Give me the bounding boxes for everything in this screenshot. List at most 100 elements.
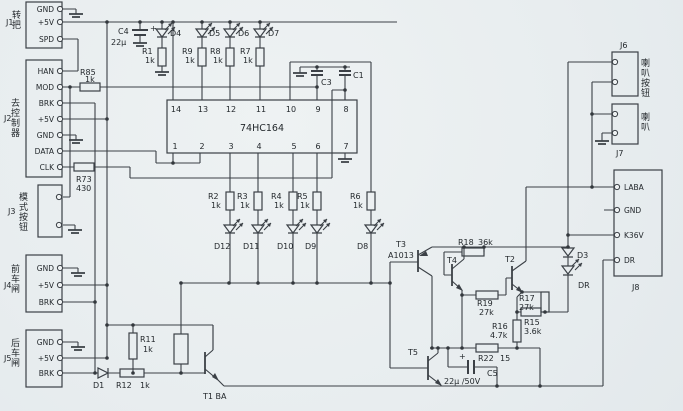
connector-j1-ref: J1 (5, 18, 13, 27)
resistor-r73 (73, 162, 95, 172)
capacitor-c3 (311, 70, 323, 76)
resistor-r3 (253, 191, 263, 211)
led-d9-label: D9 (305, 242, 316, 251)
capacitor-c5-polarity: + (459, 352, 466, 361)
connector-j2-label: 去控制器 (9, 97, 20, 138)
resistor-r18 (461, 247, 485, 257)
resistor-r17-ref: R17 (519, 294, 535, 303)
led-d10-label: D10 (277, 242, 293, 251)
diode-d3 (560, 247, 576, 258)
resistor-r18-ref: R18 (458, 238, 474, 247)
led-d12-label: D12 (214, 242, 230, 251)
connector-j6-ref: J6 (619, 41, 627, 50)
transistor-t3-part: A1013 (388, 251, 414, 260)
resistor-r17 (540, 291, 550, 313)
resistor-r4 (288, 191, 298, 211)
led-d6-label: D6 (238, 29, 249, 38)
led-d7-label: D7 (268, 29, 279, 38)
resistor-r2 (225, 191, 235, 211)
resistor-r22 (475, 343, 499, 353)
resistor-r15-ref: R15 (524, 318, 540, 327)
led-d8 (363, 218, 385, 234)
j4-pin-brk: BRK (39, 298, 55, 307)
connector-j5-ref: J5 (3, 354, 11, 363)
resistor-r73-ref: R73 (76, 175, 92, 184)
resistor-r85-ref: R85 (80, 68, 96, 77)
connector-j4-label: 前车闸 (9, 263, 20, 294)
resistor-r1-ref: R1 (142, 47, 153, 56)
resistor-r19 (475, 290, 499, 300)
ic-part-number: 74HC164 (240, 123, 284, 134)
capacitor-c1 (339, 70, 351, 76)
transistor-t1 (204, 325, 225, 387)
resistor-r22-ref: R22 (478, 354, 494, 363)
ic-pin-1: 1 (172, 142, 177, 151)
j4-pin-gnd: GND (37, 264, 54, 273)
diode-d1 (97, 367, 110, 379)
led-d7 (252, 22, 274, 38)
resistor-r3-value: 1k (240, 201, 250, 210)
transistor-t5 (427, 352, 442, 386)
capacitor-c5-value: 22µ /50V (444, 377, 481, 386)
j1-pin-5v: +5V (38, 18, 55, 27)
resistor-r5-value: 1k (300, 201, 310, 210)
capacitor-c5 (467, 360, 475, 374)
schematic-wires (63, 8, 614, 387)
transistor-t3 (417, 246, 433, 277)
ic-pin-14: 14 (171, 105, 181, 114)
text-labels: J1 转把 GND +5V SPD J2 去控制器 HAN MOD BRK +5… (3, 5, 650, 401)
led-d5 (194, 22, 216, 38)
capacitor-c4-ref: C4 (118, 27, 129, 36)
ic-pin-11: 11 (256, 105, 266, 114)
resistor-r73-value: 430 (76, 184, 91, 193)
j2-pin-brk: BRK (39, 99, 55, 108)
ic-pin-13: 13 (198, 105, 208, 114)
led-d6 (222, 22, 244, 38)
j2-pin-mod: MOD (36, 83, 54, 92)
resistor-r22-value: 15 (500, 354, 510, 363)
j8-pin-laba: LABA (624, 183, 645, 192)
resistor-r6-value: 1k (353, 201, 363, 210)
resistor-r2-ref: R2 (208, 192, 219, 201)
j2-pin-clk: CLK (40, 163, 55, 172)
led-symbols (154, 22, 385, 234)
led-d8-label: D8 (357, 242, 368, 251)
ic-pin-8: 8 (343, 105, 348, 114)
resistor-r16 (512, 319, 522, 343)
transistor-t4-ref: T4 (446, 256, 457, 265)
resistor-r1 (157, 47, 167, 67)
resistor-r5-ref: R5 (297, 192, 308, 201)
resistor-r12 (119, 368, 145, 378)
component-box (173, 333, 189, 365)
ic-pin-2: 2 (199, 142, 204, 151)
ic-pin-3: 3 (228, 142, 233, 151)
ic-pin-9: 9 (315, 105, 320, 114)
connector-j3-box (37, 184, 63, 238)
resistor-r8 (225, 47, 235, 67)
j4-pin-5v: +5V (38, 281, 55, 290)
resistor-r19-ref: R19 (477, 299, 493, 308)
resistor-r12-ref: R12 (116, 381, 132, 390)
resistor-r8-ref: R8 (210, 47, 221, 56)
resistor-r85 (79, 82, 101, 92)
j2-pin-5v: +5V (38, 115, 55, 124)
diode-d3-label: D3 (577, 251, 588, 260)
ic-pin-5: 5 (291, 142, 296, 151)
connector-j2-ref: J2 (3, 114, 11, 123)
ic-pin-4: 4 (256, 142, 261, 151)
capacitor-c5-ref: C5 (487, 369, 498, 378)
resistor-r7 (255, 47, 265, 67)
resistor-r19-value: 27k (479, 308, 494, 317)
led-d12 (222, 218, 244, 234)
ic-pin-6: 6 (315, 142, 320, 151)
connector-j5-label: 后车闸 (9, 338, 20, 368)
resistor-r8-value: 1k (213, 56, 223, 65)
capacitor-c3-ref: C3 (321, 78, 332, 87)
connector-j3-label: 模式按钮 (17, 192, 28, 232)
resistor-r7-ref: R7 (240, 47, 251, 56)
transistor-t2 (511, 260, 527, 293)
resistor-r6 (366, 191, 376, 211)
connector-pins (55, 5, 621, 377)
